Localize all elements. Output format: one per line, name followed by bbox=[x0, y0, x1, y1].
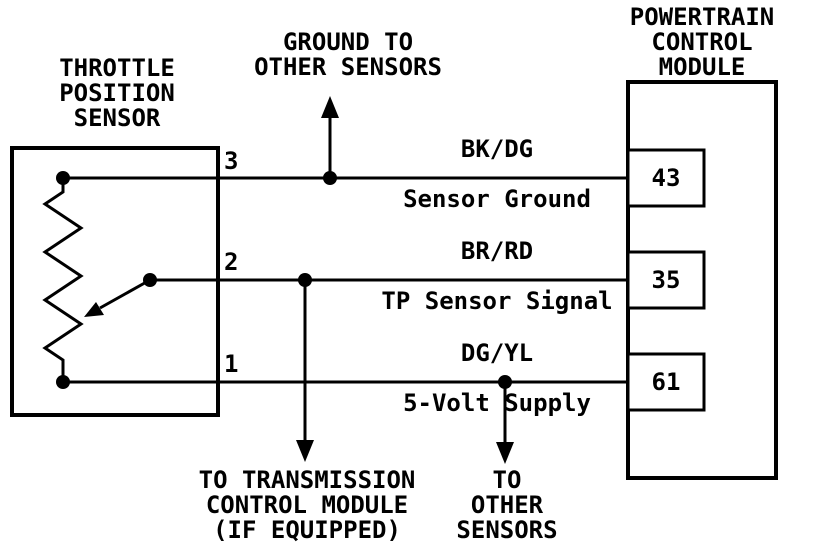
wire-color-code: DG/YL bbox=[460, 339, 534, 367]
wiper-line bbox=[99, 278, 151, 310]
wire-label-tp-sensor-signal: BR/RD TP Sensor Signal bbox=[367, 214, 627, 339]
wire-label-sensor-ground: BK/DG Sensor Ground bbox=[367, 112, 627, 237]
tps-title: THROTTLE POSITION SENSOR bbox=[59, 54, 175, 132]
pcm-title: POWERTRAIN CONTROL MODULE bbox=[629, 3, 775, 81]
tps-terminal-1-label: 1 bbox=[224, 350, 239, 378]
pcm-pin-43-box bbox=[626, 148, 706, 208]
tps-terminal-2-label: 2 bbox=[224, 248, 239, 276]
pcm-pin-61-box bbox=[626, 352, 706, 412]
pcm-pin-35-label: 35 bbox=[651, 266, 681, 294]
note-to-transmission-control-module: TO TRANSMISSION CONTROL MODULE (IF EQUIP… bbox=[198, 466, 416, 544]
junction-ground-dot bbox=[323, 171, 337, 185]
tps-terminal-2-dot bbox=[143, 273, 157, 287]
tps-terminal-3-dot bbox=[56, 171, 70, 185]
wire-signal-name: 5-Volt Supply bbox=[403, 389, 591, 417]
wire-color-code: BK/DG bbox=[460, 135, 534, 163]
wire-signal-name: Sensor Ground bbox=[403, 185, 591, 213]
wiper-arrow-icon bbox=[84, 302, 104, 317]
tps-terminal-1-dot bbox=[56, 375, 70, 389]
tps-terminal-3-label: 3 bbox=[224, 147, 239, 175]
note-to-other-sensors: TO OTHER SENSORS bbox=[456, 466, 558, 544]
wire-signal-name: TP Sensor Signal bbox=[381, 287, 613, 315]
resistor-zigzag-icon bbox=[42, 178, 84, 382]
pcm-pin-35-box bbox=[626, 250, 706, 310]
pcm-pin-43-label: 43 bbox=[651, 164, 681, 192]
junction-other-sensors-dot bbox=[498, 375, 512, 389]
note-ground-to-other-sensors: GROUND TO OTHER SENSORS bbox=[254, 28, 442, 81]
arrow-down-tcm-icon bbox=[296, 440, 314, 462]
tps-box bbox=[10, 146, 220, 417]
pcm-pin-61-label: 61 bbox=[651, 368, 681, 396]
wire-color-code: BR/RD bbox=[460, 237, 534, 265]
junction-tcm-dot bbox=[298, 273, 312, 287]
wire-label-5-volt-supply: DG/YL 5-Volt Supply bbox=[367, 316, 627, 441]
arrow-up-ground-icon bbox=[321, 96, 339, 118]
arrow-down-other-sensors-icon bbox=[496, 442, 514, 464]
